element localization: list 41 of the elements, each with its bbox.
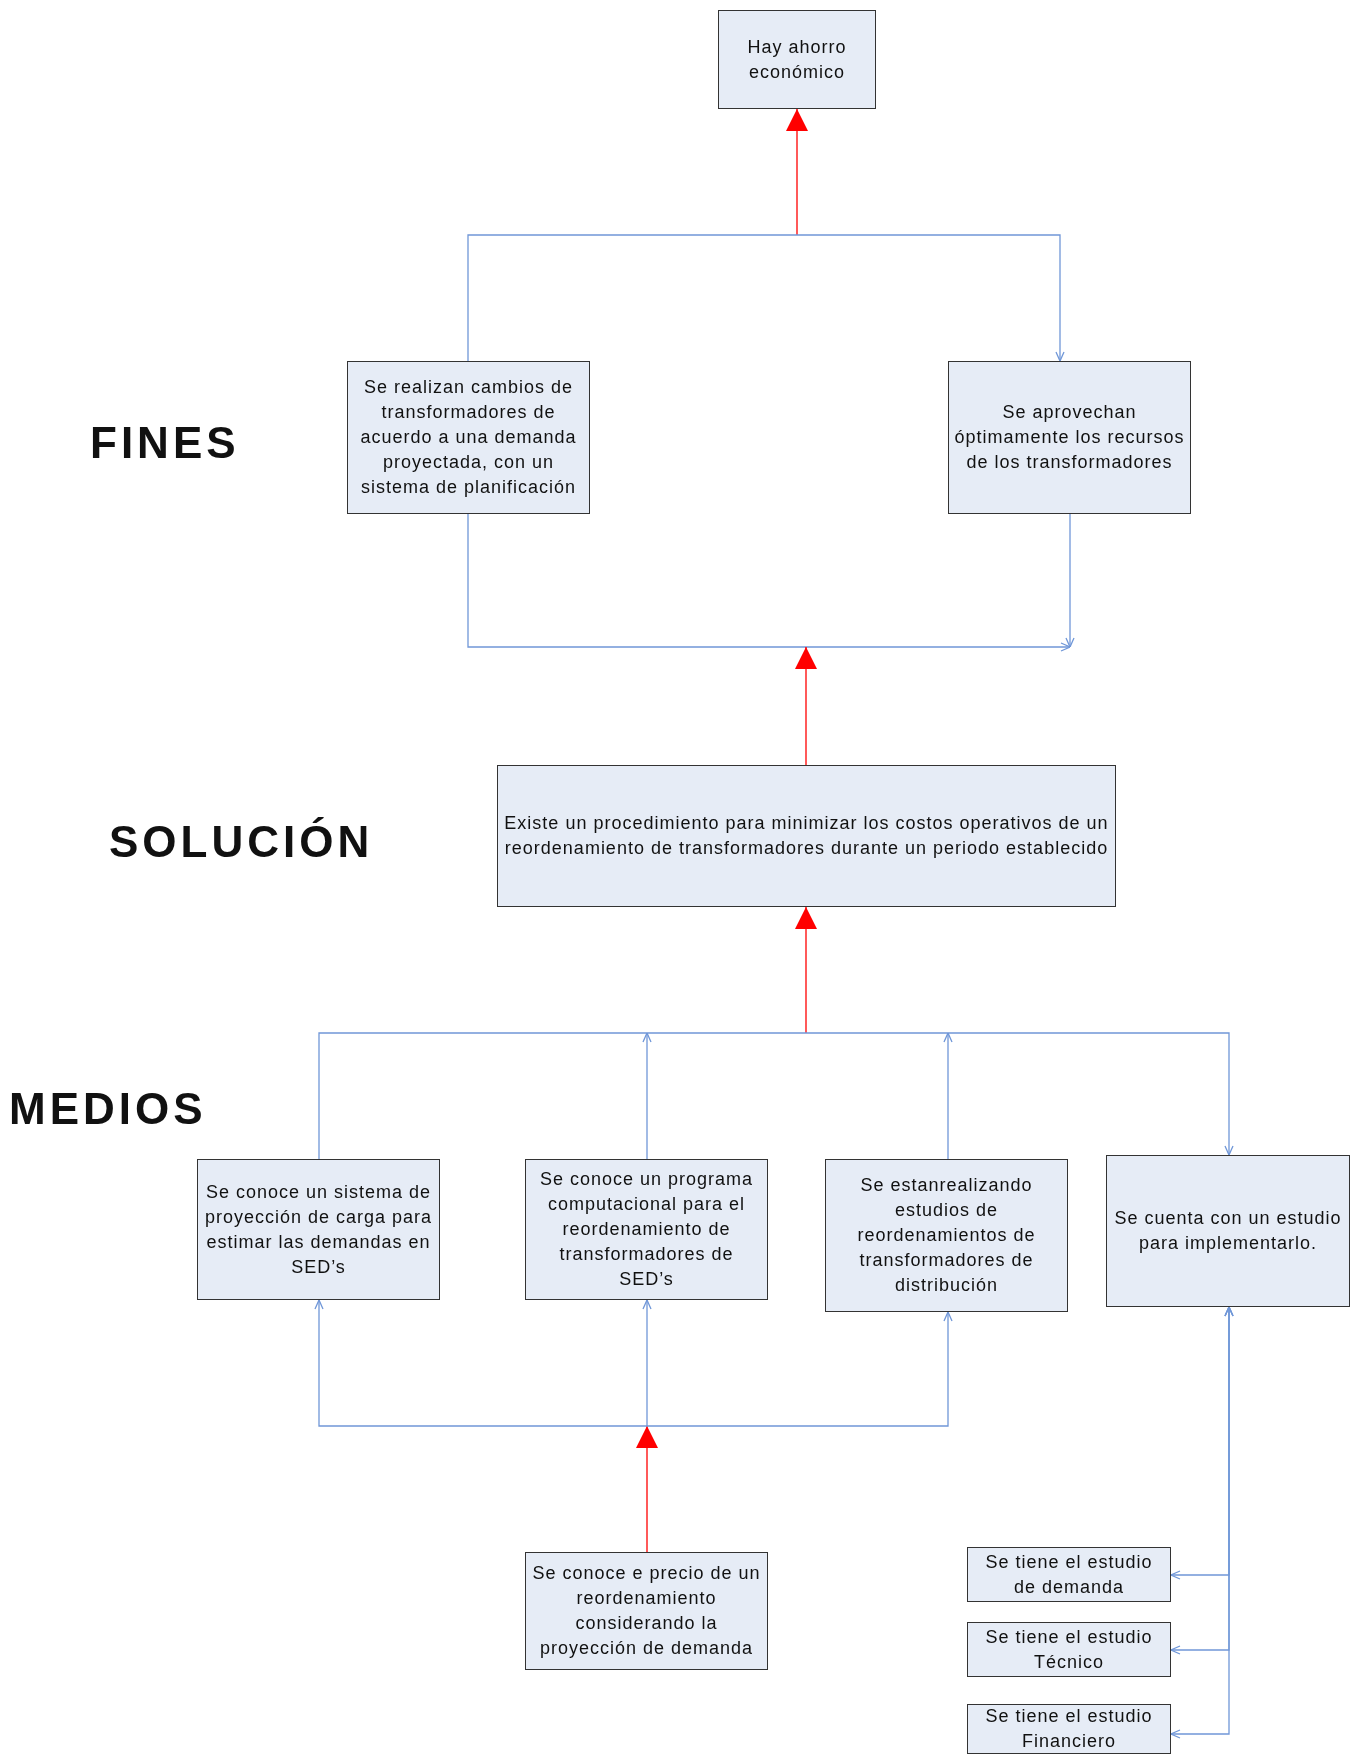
- process-box: [497, 765, 1116, 907]
- arrow: [467, 513, 1071, 652]
- section-heading: FINES: [90, 418, 240, 468]
- arrow: [318, 1032, 1234, 1160]
- arrow: [786, 108, 808, 236]
- box-text: Existe un procedimiento para minimizar los costos operativos de un reordenamiento de transformadores durante un periodo establecido: [503, 812, 1110, 860]
- arrow: [642, 1032, 652, 1160]
- box-text: Se realizan cambios de transformadores de acuerdo a una demanda proyectada, con un sistema de planificación: [359, 376, 578, 499]
- box-text: Se tiene el estudio de demanda: [984, 1550, 1154, 1599]
- process-box: [967, 1547, 1171, 1602]
- arrow: [646, 1311, 953, 1427]
- box-text: Se tiene el estudio Técnico: [984, 1625, 1154, 1674]
- box-text: Se conoce e precio de un reordenamiento considerando la proyección de demanda: [531, 1562, 762, 1660]
- arrow: [642, 1299, 652, 1427]
- arrow: [467, 234, 1065, 362]
- process-box: [718, 10, 876, 109]
- process-box: [525, 1159, 768, 1300]
- arrow: [1065, 513, 1075, 648]
- box-text: Se aprovechan óptimamente los recursos de los transformadores: [954, 401, 1185, 474]
- box-text: Se cuenta con un estudio para implementarlo.: [1113, 1207, 1343, 1255]
- arrow: [314, 1299, 648, 1427]
- process-box: [197, 1159, 440, 1300]
- process-box: [967, 1622, 1171, 1677]
- box-text: Se conoce un programa computacional para el reordenamiento de transformadores de SED’s: [538, 1168, 755, 1291]
- arrow: [795, 646, 817, 766]
- arrow: [1170, 1306, 1234, 1739]
- process-box: [1106, 1155, 1350, 1307]
- process-box: [948, 361, 1191, 514]
- box-text: Se conoce un sistema de proyección de carga para estimar las demandas en SED’s: [203, 1180, 434, 1279]
- box-text: Se estanrealizando estudios de reordenamientos de transformadores de distribución: [856, 1174, 1037, 1297]
- process-box: [825, 1159, 1068, 1312]
- arrow: [636, 1425, 658, 1553]
- process-box: [347, 361, 590, 514]
- box-text: Se tiene el estudio Financiero: [984, 1705, 1154, 1753]
- section-heading: MEDIOS: [9, 1084, 207, 1134]
- process-box: [525, 1552, 768, 1670]
- process-box: [967, 1704, 1171, 1754]
- section-heading: SOLUCIÓN: [109, 817, 374, 867]
- arrow: [795, 906, 817, 1034]
- arrow: [943, 1032, 953, 1160]
- box-text: Hay ahorro económico: [746, 35, 848, 84]
